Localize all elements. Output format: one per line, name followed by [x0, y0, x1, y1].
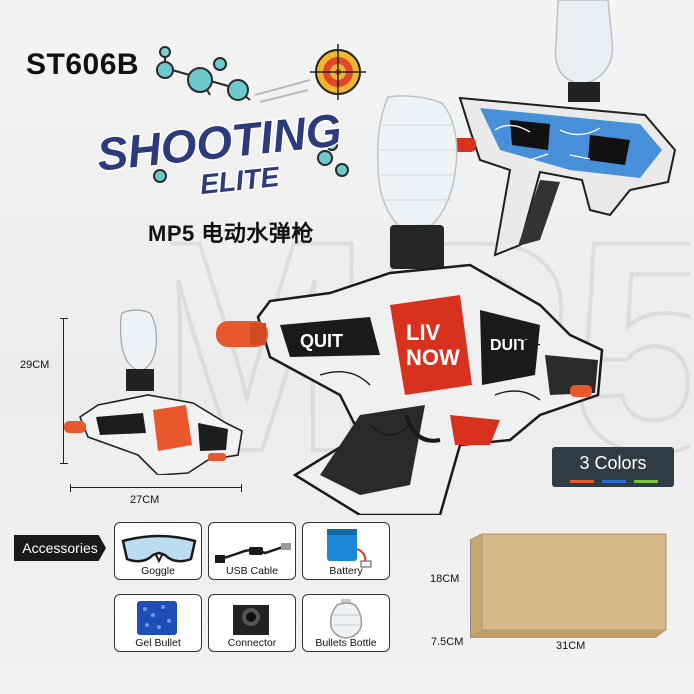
color-swatch-orange — [570, 480, 594, 483]
color-swatch-blue — [602, 480, 626, 483]
gun-width-line — [70, 484, 242, 492]
svg-text:LIV: LIV — [406, 320, 441, 345]
molecule-balls-icon — [153, 46, 349, 183]
color-swatch-green — [634, 480, 658, 483]
accessory-connector: Connector — [208, 594, 296, 652]
packaging-box-image — [470, 533, 667, 639]
red-gun-image: LIV NOW QUIT DUIT — [216, 95, 604, 515]
gun-width-label: 27CM — [130, 494, 160, 506]
svg-text:DUIT: DUIT — [490, 337, 528, 354]
usb-cable-icon — [215, 543, 291, 563]
speed-lines-icon — [254, 79, 311, 103]
box-width-label: 31CM — [556, 640, 586, 652]
blue-gun-image — [450, 0, 677, 257]
shooting-elite-logo: SHOOTING ELITE — [93, 44, 366, 202]
small-gun-image — [64, 309, 243, 475]
accessory-goggle: Goggle — [114, 522, 202, 580]
connector-icon — [233, 605, 269, 635]
battery-icon — [327, 529, 372, 568]
graffiti-text: LIV NOW QUIT DUIT — [300, 320, 528, 370]
gun-height-line — [60, 318, 68, 464]
model-code: ST606B — [26, 48, 140, 81]
gun-height-label: 29CM — [20, 359, 50, 371]
colors-label: 3 Colors — [579, 453, 647, 473]
accessory-gel-bullet: Gel Bullet — [114, 594, 202, 652]
accessory-battery: Battery — [302, 522, 390, 580]
product-subtitle: MP5 电动水弹枪 — [148, 221, 314, 246]
target-icon — [310, 44, 366, 100]
svg-text:NOW: NOW — [406, 345, 460, 370]
goggle-icon — [121, 534, 197, 564]
colors-badge: 3 Colors — [552, 447, 674, 487]
bullets-bottle-icon — [329, 599, 363, 639]
gel-bullet-icon — [137, 601, 177, 635]
accessory-bullets-bottle: Bullets Bottle — [302, 594, 390, 652]
svg-text:QUIT: QUIT — [300, 331, 343, 351]
box-depth-label: 7.5CM — [431, 636, 464, 648]
accessories-heading: Accessories — [14, 535, 106, 561]
box-height-label: 18CM — [430, 573, 460, 585]
accessory-usb-cable: USB Cable — [208, 522, 296, 580]
